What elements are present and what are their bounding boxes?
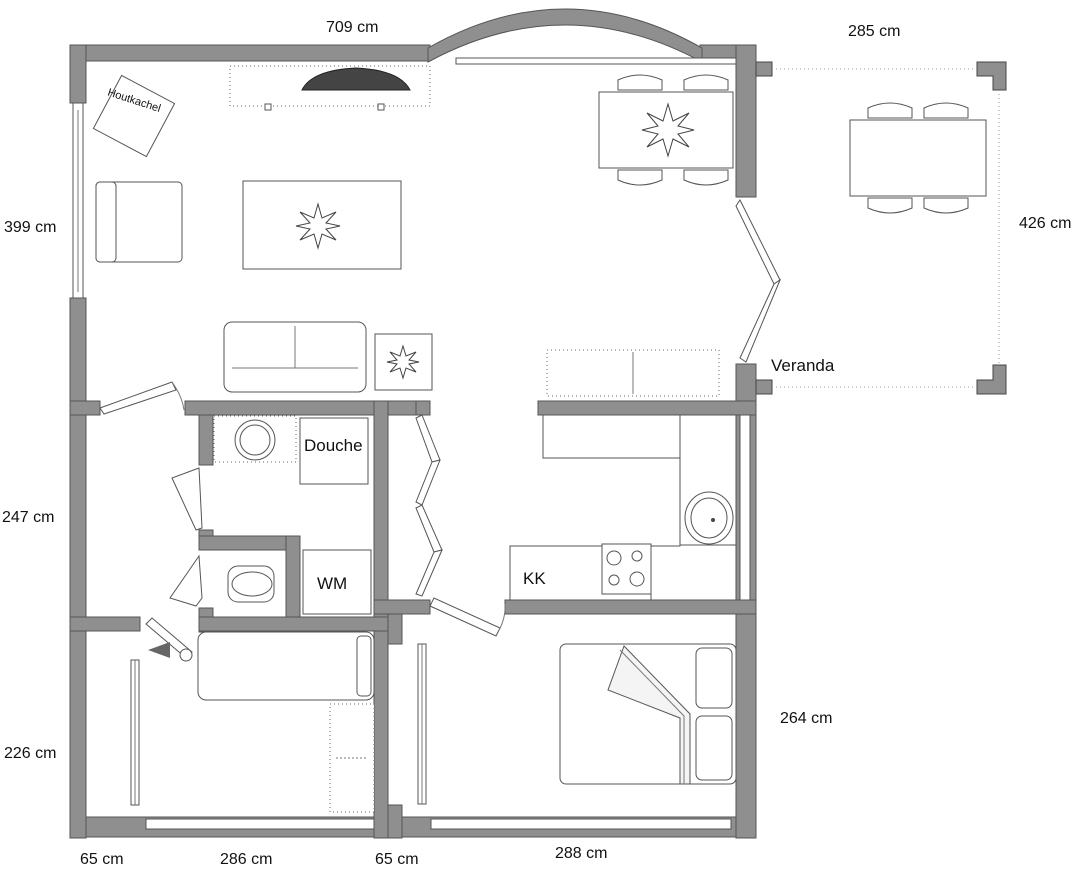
dim-left-bottom: 226 cm — [4, 745, 56, 762]
veranda-table — [849, 119, 987, 197]
double-bed-blanket-fold — [619, 649, 685, 784]
dim-left-living: 399 cm — [4, 219, 56, 236]
interior-wall-h1b — [184, 400, 431, 416]
bedroom-wall-left-top — [387, 613, 403, 645]
bedroom-wall-left-bottom — [387, 804, 403, 839]
window-living-top — [455, 57, 737, 65]
single-bed-pillow — [356, 635, 372, 697]
dining-chair-2 — [683, 74, 729, 91]
kitchen-label: KK — [523, 569, 546, 588]
toilet-wall-top — [198, 535, 301, 551]
dim-right-bedroom: 264 cm — [780, 710, 832, 727]
closet-door-4[interactable] — [415, 549, 443, 597]
dim-bottom-c: 65 cm — [375, 851, 419, 868]
dim-top-veranda: 285 cm — [848, 23, 900, 40]
dining-star-icon — [641, 102, 695, 158]
shower-label: Douche — [304, 436, 363, 455]
door-toilet[interactable] — [169, 554, 203, 607]
room-labels: Douche WM KK Veranda — [304, 356, 835, 593]
interior-wall-h2b — [198, 616, 389, 632]
veranda-door-2[interactable] — [739, 278, 782, 363]
double-bed — [559, 643, 737, 785]
dimension-labels: 709 cm 285 cm 399 cm 426 cm 247 cm 226 c… — [2, 19, 1071, 868]
door-bedroom2-knob — [179, 648, 193, 662]
double-bed-blanket — [607, 645, 691, 785]
fireplace-icon — [301, 67, 411, 91]
interior-wall-h2a — [69, 616, 141, 632]
single-bed — [197, 631, 375, 701]
dining-chair-4 — [683, 169, 729, 186]
closet-door-3[interactable] — [415, 504, 443, 553]
furniture: Houtkachel — [92, 65, 987, 813]
arrow-icon — [148, 642, 170, 658]
kitchen-hob — [601, 543, 652, 595]
shower — [299, 417, 369, 485]
kitchen-wall-bottom-b — [504, 599, 757, 615]
veranda-chair-4 — [923, 197, 969, 214]
wood-stove — [92, 74, 176, 158]
kitchen-tap-icon — [711, 518, 715, 522]
window-bottom-right — [430, 818, 732, 830]
dim-top-living: 709 cm — [326, 19, 378, 36]
outer-wall-left-top — [69, 44, 87, 104]
washing-machine — [302, 549, 372, 615]
bathroom-sink-inner — [239, 424, 271, 456]
tv-cabinet-foot-left — [264, 103, 272, 111]
dining-chair-3 — [617, 169, 663, 186]
double-bed-pillow-top — [695, 647, 733, 709]
double-bed-pillow-bottom — [695, 715, 733, 781]
dim-bottom-a: 65 cm — [80, 851, 124, 868]
rug-star-icon — [295, 202, 341, 250]
washing-machine-label: WM — [317, 574, 347, 593]
side-table-star-icon — [386, 344, 420, 380]
veranda-chair-1 — [867, 102, 913, 119]
veranda-label: Veranda — [771, 356, 835, 375]
door-hall-left-swing — [171, 381, 185, 411]
bathroom-wall-left-top — [198, 414, 214, 466]
outer-wall-top-left — [69, 44, 431, 62]
doors — [99, 199, 782, 662]
outer-wall-right-top — [735, 44, 757, 198]
veranda-post-top — [976, 61, 1007, 91]
wall-stub-top-right — [755, 61, 773, 77]
door-hall-left[interactable] — [99, 381, 177, 415]
hob-burner-4 — [629, 571, 645, 587]
tv-cabinet-foot-right — [377, 103, 385, 111]
dining-chair-1 — [617, 74, 663, 91]
window-bottom-left — [145, 818, 375, 830]
dim-right-veranda: 426 cm — [1019, 215, 1071, 232]
hob-burner-1 — [606, 550, 622, 566]
veranda-post-bottom — [976, 364, 1007, 395]
wall-stub-mid-right — [755, 379, 773, 395]
armchair-back — [95, 181, 117, 263]
window-kitchen-right — [739, 414, 751, 601]
interior-wall-h1c — [537, 400, 757, 416]
outer-wall-left-low — [69, 630, 87, 839]
door-kitchen-swing — [497, 603, 506, 633]
hob-burner-3 — [608, 574, 620, 586]
interior-wall-h1a — [69, 400, 101, 416]
veranda-door-1[interactable] — [735, 199, 781, 285]
dim-left-middle: 247 cm — [2, 509, 54, 526]
dim-bottom-b: 286 cm — [220, 851, 272, 868]
door-kitchen[interactable] — [429, 597, 501, 637]
closet-wall-right — [415, 400, 431, 416]
veranda-chair-2 — [923, 102, 969, 119]
door-bedroom2[interactable] — [145, 617, 193, 659]
bay-window-arc — [427, 8, 703, 63]
veranda-chair-3 — [867, 197, 913, 214]
dim-bottom-d: 288 cm — [555, 845, 607, 862]
kitchen-wall-bottom-a — [373, 599, 431, 615]
door-bathroom[interactable] — [171, 467, 203, 531]
hob-burner-2 — [631, 550, 643, 562]
closet-door-1[interactable] — [415, 414, 441, 463]
toilet-bowl — [231, 571, 273, 597]
kitchen-sink-inner — [690, 497, 728, 539]
closet-door-2[interactable] — [415, 459, 441, 506]
windows — [72, 57, 751, 830]
